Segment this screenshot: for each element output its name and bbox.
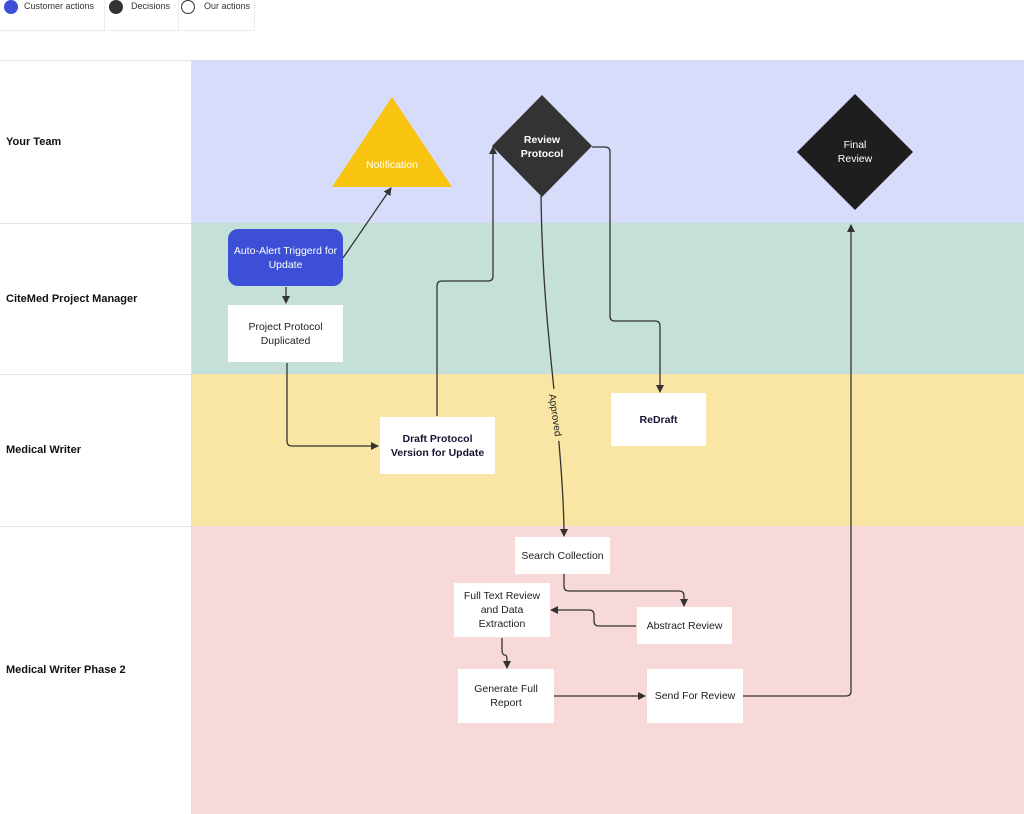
- edge-send-to-final-review: [743, 224, 855, 697]
- edge-project-to-draft: [286, 363, 379, 450]
- lane-label-cell: Your Team: [0, 60, 191, 223]
- legend: Customer actions Decisions Our actions: [0, 0, 255, 31]
- filled-blue-circle-icon: [4, 0, 18, 14]
- search-collection-node[interactable]: Search Collection: [515, 537, 610, 574]
- draft-protocol-label: Draft Protocol Version for Update: [390, 432, 485, 459]
- outline-circle-icon: [181, 0, 195, 14]
- search-collection-label: Search Collection: [521, 549, 604, 562]
- lane-title: Your Team: [6, 136, 62, 148]
- edge-alert-to-notification: [342, 187, 392, 259]
- final-review-label-line2: Review: [838, 153, 873, 165]
- lane-medical-writer-phase-2: [191, 526, 1024, 814]
- edge-abstract-to-fulltext: [550, 606, 636, 627]
- redraft-node[interactable]: ReDraft: [611, 393, 706, 446]
- lane-title: CiteMed Project Manager: [6, 293, 138, 305]
- abstract-review-label: Abstract Review: [646, 619, 723, 632]
- legend-label: Customer actions: [24, 1, 95, 11]
- notification-label: Notification: [366, 159, 418, 171]
- legend-item-our-actions: Our actions: [178, 0, 254, 30]
- edge-fulltext-to-generate: [501, 638, 511, 669]
- full-text-review-label: Full Text Review and Data Extraction: [463, 590, 541, 630]
- lane-label-cell: Medical Writer: [0, 374, 191, 526]
- lane-title: Medical Writer: [6, 444, 81, 456]
- full-text-review-node[interactable]: Full Text Review and Data Extraction: [454, 583, 550, 637]
- filled-dark-circle-icon: [109, 0, 123, 14]
- send-for-review-node[interactable]: Send For Review: [647, 669, 743, 723]
- review-protocol-diamond-node[interactable]: Review Protocol: [492, 95, 592, 197]
- lane-medical-writer: [191, 374, 1024, 526]
- auto-alert-label: Auto-Alert Triggerd for Update: [233, 244, 338, 271]
- lane-label-cell: CiteMed Project Manager: [0, 223, 191, 374]
- draft-protocol-node[interactable]: Draft Protocol Version for Update: [380, 417, 495, 474]
- review-protocol-label-line1: Review: [524, 134, 561, 146]
- edge-review-to-search-approved: [540, 195, 568, 537]
- legend-item-decisions: Decisions: [104, 0, 179, 30]
- final-review-diamond-node[interactable]: Final Review: [797, 94, 913, 210]
- legend-label: Our actions: [204, 1, 251, 11]
- generate-full-report-node[interactable]: Generate Full Report: [458, 669, 554, 723]
- send-for-review-label: Send For Review: [654, 690, 736, 702]
- edge-search-to-abstract: [563, 574, 688, 607]
- project-protocol-label: Project Protocol Duplicated: [248, 320, 323, 347]
- abstract-review-node[interactable]: Abstract Review: [637, 607, 732, 644]
- redraft-label: ReDraft: [639, 413, 678, 426]
- legend-label: Decisions: [131, 1, 171, 11]
- lane-label-cell: Medical Writer Phase 2: [0, 526, 191, 814]
- generate-full-report-label: Generate Full Report: [474, 683, 538, 709]
- review-protocol-label-line2: Protocol: [521, 148, 564, 160]
- final-review-label-line1: Final: [844, 139, 867, 151]
- edge-draft-to-review: [436, 146, 497, 416]
- auto-alert-node[interactable]: Auto-Alert Triggerd for Update: [228, 229, 343, 286]
- project-protocol-node[interactable]: Project Protocol Duplicated: [228, 305, 343, 362]
- lane-title: Medical Writer Phase 2: [6, 664, 126, 676]
- notification-triangle-node[interactable]: Notification: [332, 97, 452, 187]
- legend-item-customer-actions: Customer actions: [0, 0, 105, 30]
- edge-review-to-redraft: [592, 146, 664, 393]
- approved-label: Approved: [545, 388, 567, 442]
